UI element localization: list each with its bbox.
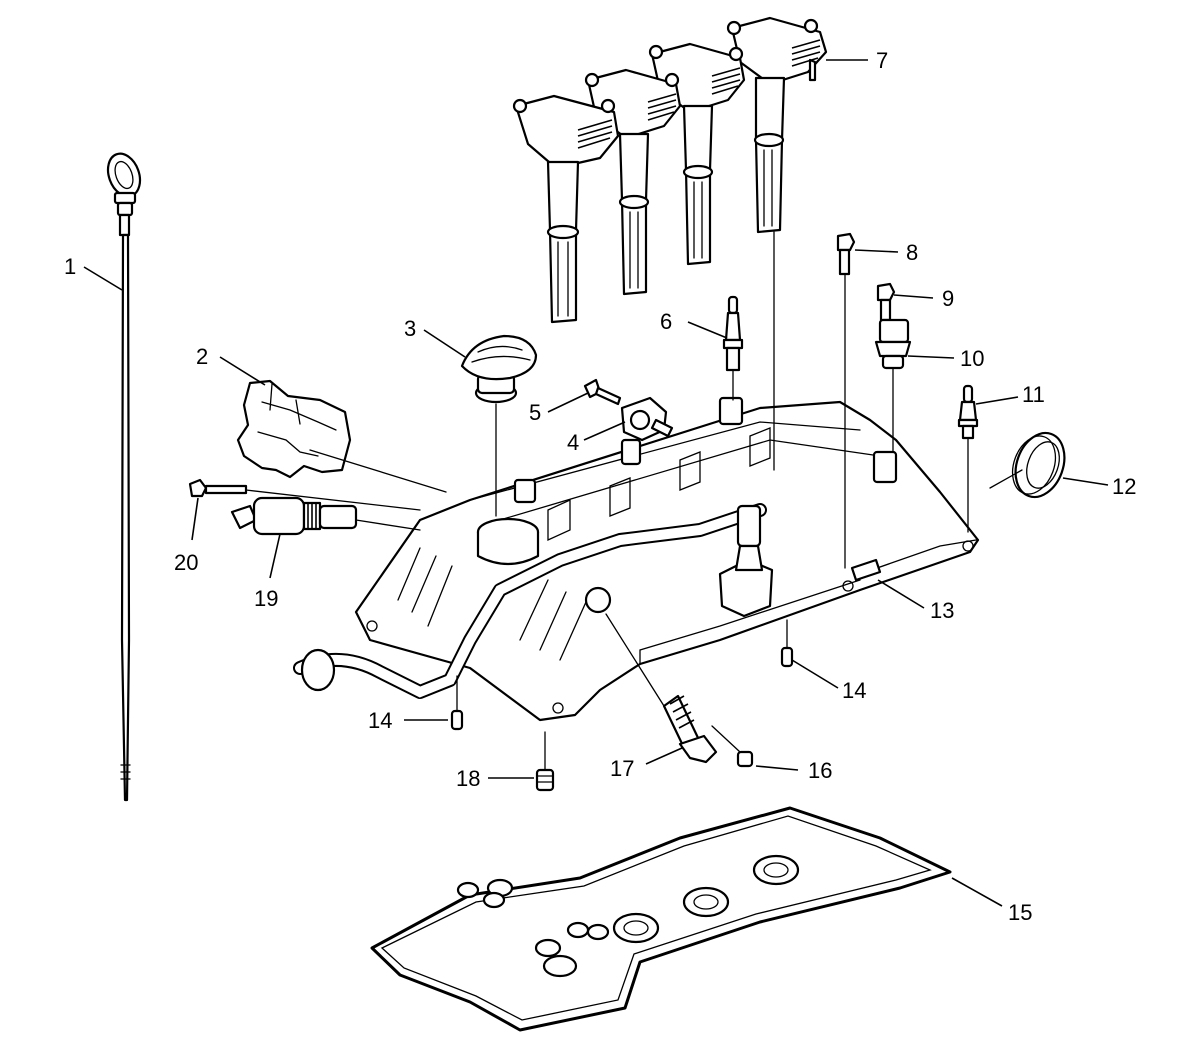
bolt-8 (836, 232, 856, 276)
plug-18 (535, 768, 555, 792)
oil-fill-cap (460, 334, 538, 404)
callout-numbers: 1 2 3 4 5 6 7 8 9 10 11 12 13 14 14 15 1… (64, 48, 1136, 925)
callout-5: 5 (529, 400, 541, 425)
ignition-coils (512, 16, 828, 324)
bolt-9 (876, 282, 896, 322)
callout-8: 8 (906, 240, 918, 265)
callout-1: 1 (64, 254, 76, 279)
camshaft-cover (293, 396, 980, 722)
stud-11 (957, 384, 979, 440)
bolt-16 (711, 725, 754, 768)
oil-dipstick (106, 152, 142, 802)
vent-13 (850, 558, 882, 582)
sensor-bolt (583, 378, 622, 406)
callout-11: 11 (1022, 382, 1045, 407)
callout-14-left: 14 (368, 708, 392, 733)
valve-cover-gasket-15 (370, 806, 952, 1032)
callout-15: 15 (1008, 900, 1032, 925)
callout-2: 2 (196, 344, 208, 369)
callout-13: 13 (930, 598, 954, 623)
callout-3: 3 (404, 316, 416, 341)
oil-control-solenoid-19 (230, 496, 358, 536)
ignition-coil-4 (726, 16, 828, 234)
leader-lines (83, 59, 1109, 907)
sensor-10 (874, 318, 912, 370)
dowel-pin-14-right (780, 646, 794, 668)
callout-16: 16 (808, 758, 832, 783)
dowel-pin-14-left (450, 709, 464, 731)
callout-18: 18 (456, 766, 480, 791)
stud-6 (722, 295, 744, 372)
callout-12: 12 (1112, 474, 1136, 499)
seal-12 (1011, 431, 1066, 499)
callout-14-right: 14 (842, 678, 866, 703)
camshaft-position-sensor (620, 396, 674, 442)
oil-control-solenoid-17 (662, 694, 718, 764)
bolt-20 (188, 478, 248, 498)
ignition-coil-3 (648, 42, 746, 266)
callout-17: 17 (610, 756, 634, 781)
engine-cover-bracket (236, 379, 352, 479)
ignition-coil-1 (512, 94, 620, 324)
ignition-coil-2 (584, 68, 682, 296)
callout-20: 20 (174, 550, 198, 575)
callout-19: 19 (254, 586, 278, 611)
callout-7: 7 (876, 48, 888, 73)
callout-10: 10 (960, 346, 984, 371)
callout-9: 9 (942, 286, 954, 311)
callout-6: 6 (660, 309, 672, 334)
callout-4: 4 (567, 430, 579, 455)
